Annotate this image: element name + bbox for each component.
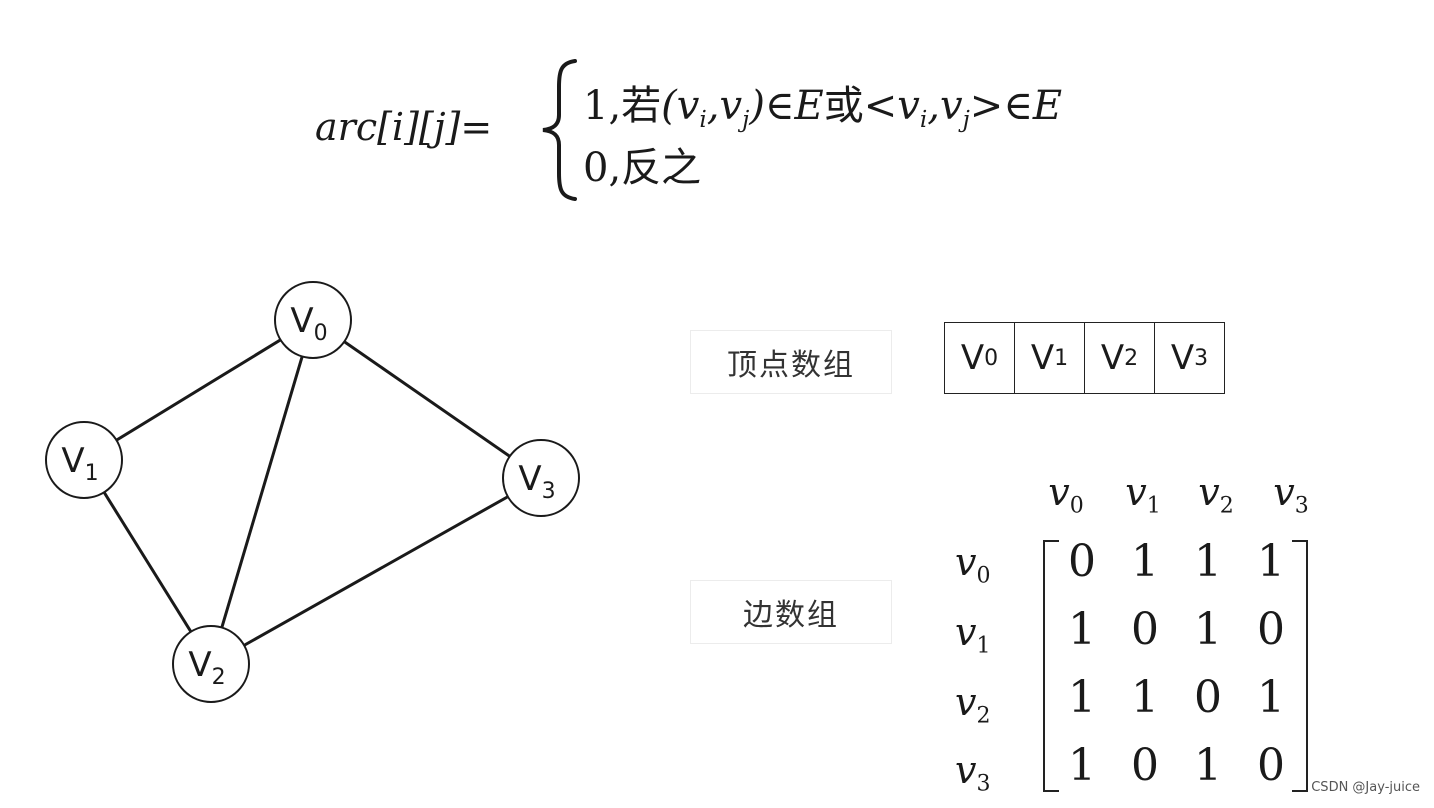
graph-node-circle: [502, 439, 580, 517]
matrix-cell: 0: [1131, 604, 1159, 655]
matrix-cell: 1: [1194, 740, 1222, 791]
matrix-cell: 1: [1257, 672, 1285, 723]
matrix-column-header: v1: [1125, 470, 1161, 519]
matrix-cell: 0: [1257, 604, 1285, 655]
graph-edge-v0-v2: [209, 319, 315, 665]
matrix-right-bracket: [1292, 540, 1308, 792]
case-one-edge-set: E: [794, 83, 824, 129]
matrix-cell: 1: [1068, 672, 1096, 723]
graph-edge-v2-v3: [210, 476, 542, 666]
formula-case-one: 1,若(vi,vj)∈E或<vi,vj>∈E: [583, 73, 1062, 133]
case-one-element-of-2: ∈: [1003, 83, 1033, 129]
graph-edge-v1-v2: [82, 459, 213, 665]
case-one-edge-set-2: E: [1032, 83, 1063, 129]
case-one-element-of: ∈: [764, 83, 795, 129]
matrix-cell: 0: [1068, 536, 1096, 587]
matrix-row-header: v2: [955, 680, 991, 729]
adjacency-formula: arc[i][j]= 1,若(vi,vj)∈E或<vi,vj>∈E 0,反之: [315, 55, 1215, 205]
matrix-cell: 0: [1131, 740, 1159, 791]
graph-edges: [82, 318, 542, 666]
matrix-column-header: v2: [1198, 470, 1234, 519]
formula-case-two: 0,反之: [583, 135, 701, 193]
graph-edge-v0-v3: [312, 318, 542, 480]
matrix-column-header: v3: [1273, 470, 1309, 519]
case-two-value: 0,: [583, 145, 622, 191]
case-two-else-word: 反之: [621, 145, 702, 191]
graph-node-v0: V0: [274, 281, 352, 359]
case-one-if-word: 若: [621, 83, 662, 129]
matrix-cell: 1: [1068, 740, 1096, 791]
matrix-row-header: v3: [955, 748, 991, 797]
graph-node-v3: V3: [502, 439, 580, 517]
matrix-left-bracket: [1043, 540, 1059, 792]
graph-node-v2: V2: [172, 625, 250, 703]
graph-node-circle: [172, 625, 250, 703]
case-one-or-word: 或: [823, 83, 864, 129]
graph-node-circle: [274, 281, 352, 359]
vertex-array-label: 顶点数组: [690, 330, 892, 394]
graph-node-v1: V1: [45, 421, 123, 499]
edge-array-label: 边数组: [690, 580, 892, 644]
case-one-value: 1,: [583, 83, 622, 129]
matrix-cell: 0: [1257, 740, 1285, 791]
matrix-cell: 1: [1068, 604, 1096, 655]
matrix-cell: 1: [1194, 604, 1222, 655]
matrix-row-header: v1: [955, 610, 991, 659]
case-one-undirected-edge: (vi,vj): [661, 83, 765, 134]
matrix-row-header: v0: [955, 540, 991, 589]
matrix-cell: 1: [1131, 536, 1159, 587]
left-brace-icon: [542, 59, 577, 201]
matrix-cell: 1: [1194, 536, 1222, 587]
matrix-column-header: v0: [1048, 470, 1084, 519]
formula-lhs: arc[i][j]=: [315, 105, 493, 149]
matrix-cell: 1: [1131, 672, 1159, 723]
graph-edge-v0-v1: [83, 318, 314, 462]
watermark: CSDN @Jay-juice: [1311, 780, 1420, 795]
case-one-directed-edge: <vi,vj>: [863, 83, 1004, 134]
matrix-cell: 0: [1194, 672, 1222, 723]
matrix-cell: 1: [1257, 536, 1285, 587]
graph-node-circle: [45, 421, 123, 499]
